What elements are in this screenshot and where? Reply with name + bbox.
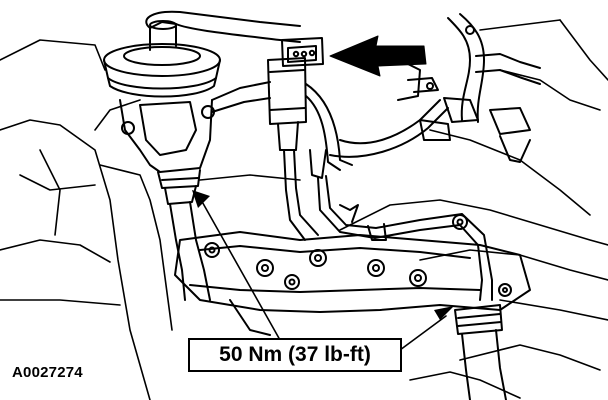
arrow-icon: [192, 190, 210, 208]
large-arrow-icon: [329, 35, 427, 77]
pointer-arrowheads: [192, 190, 454, 320]
vacuum-regulator: [267, 37, 324, 241]
torque-spec-callout: 50 Nm (37 lb-ft): [188, 338, 402, 372]
dpfe-tubes: [305, 83, 493, 301]
intake-manifold: [174, 204, 531, 336]
torque-leader-lines: [199, 197, 447, 351]
wiring-harness: [397, 13, 541, 163]
figure-id-label: A0027274: [12, 364, 83, 381]
torque-spec-text: 50 Nm (37 lb-ft): [219, 343, 371, 366]
arrow-icon: [434, 306, 454, 320]
tube-fitting: [454, 304, 507, 400]
vacuum-hose: [145, 10, 301, 113]
